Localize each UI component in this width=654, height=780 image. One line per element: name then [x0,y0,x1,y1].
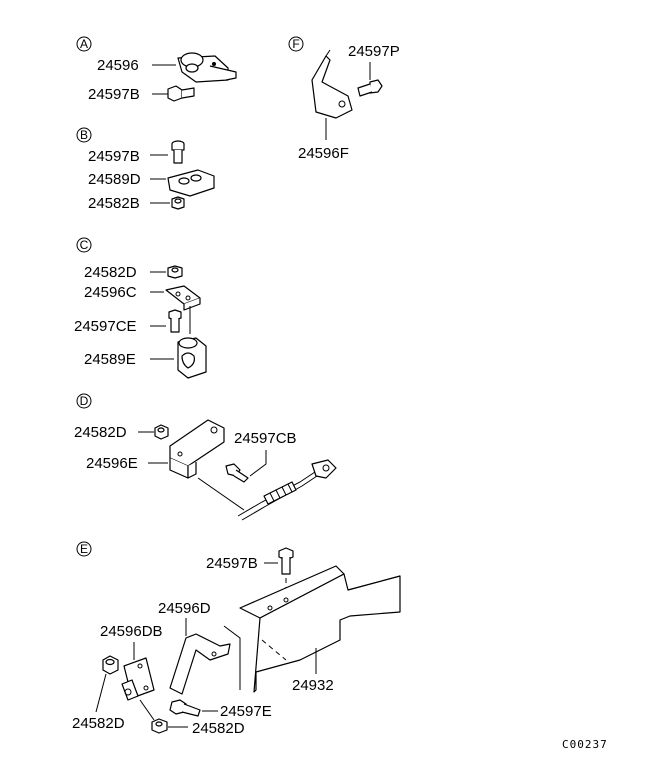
label-e-24932: 24932 [292,677,334,694]
label-e-24596db: 24596DB [100,623,163,640]
section-b: B 24597B 24589D 24582B [76,127,215,212]
label-c-24582d: 24582D [84,264,137,281]
nut-24582d-c [167,265,183,279]
section-e-marker [76,541,92,557]
label-e-24597e: 24597E [220,703,272,720]
bracket-24596c [165,285,201,311]
label-b-24589d: 24589D [88,171,141,188]
bolt-24597b-a [167,85,195,102]
section-f-letter: F [292,37,299,51]
label-d-24582d: 24582D [74,424,127,441]
section-f-marker [288,36,304,52]
clamp-24596 [177,52,237,83]
section-c: C 24582D 24596C 24597CE 24589E [74,237,207,379]
label-e-24582d-left: 24582D [72,715,125,732]
section-b-marker [76,127,92,143]
nut-24582d-e-bottom [151,718,168,734]
nut-24582b [171,196,185,210]
label-b-24597b: 24597B [88,148,140,165]
label-f-24597p: 24597P [348,43,400,60]
section-a-letter: A [80,37,88,51]
section-d: D 24582D 24596E 24597CB [74,393,337,521]
section-d-marker [76,393,92,409]
label-a-24596: 24596 [97,57,139,74]
label-d-24596e: 24596E [86,455,138,472]
nut-24582d-d [154,424,169,440]
section-b-letter: B [80,128,88,142]
label-e-24596d: 24596D [158,600,211,617]
bolt-24597b-e [278,547,294,575]
bolt-24597b-b [171,140,185,164]
diagram-code: C00237 [562,738,608,751]
bracket-24596db [121,657,155,701]
bracket-24596f [311,49,353,119]
section-f: F 24597P 24596F [288,36,400,162]
label-d-24597cb: 24597CB [234,430,297,447]
label-a-24597b: 24597B [88,86,140,103]
bracket-24596e [169,419,225,479]
bolt-24597cb [225,463,249,483]
label-e-24582d-bottom: 24582D [192,720,245,737]
cable-end [237,459,337,521]
label-c-24597ce: 24597CE [74,318,137,335]
bracket-24596d [169,633,231,695]
label-b-24582b: 24582B [88,195,140,212]
bolt-24597ce [168,309,182,333]
section-c-marker [76,237,92,253]
clamp-24589d [167,169,215,197]
nut-24582d-e-left [102,655,119,675]
label-c-24596c: 24596C [84,284,137,301]
section-d-letter: D [80,394,89,408]
label-c-24589e: 24589E [84,351,136,368]
section-e: E 24597B 24932 24596D 24596DB [72,541,401,737]
label-e-24597b: 24597B [206,555,258,572]
section-a-marker [76,36,92,52]
heat-shield-24932 [239,565,401,693]
bolt-24597e [169,699,201,717]
bolt-24597p [357,79,383,97]
label-f-24596f: 24596F [298,145,349,162]
section-a: A 24596 24597B [76,36,237,103]
section-e-letter: E [80,542,88,556]
section-c-letter: C [80,238,89,252]
clamp-24589e [177,337,207,379]
